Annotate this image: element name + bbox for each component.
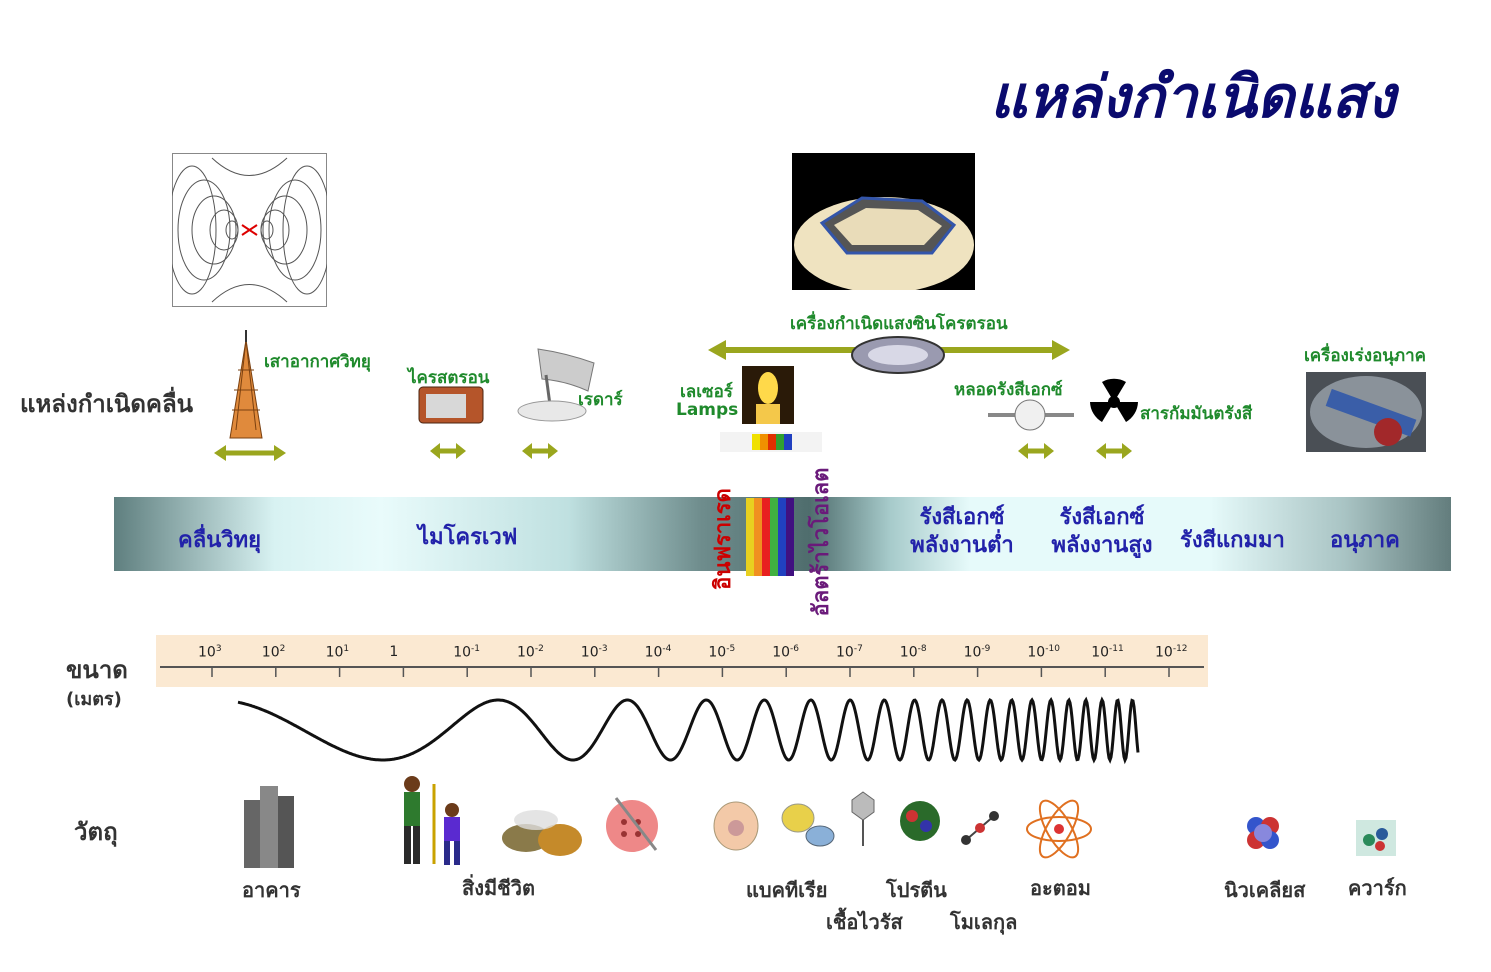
object-living: สิ่งมีชีวิต xyxy=(462,876,535,900)
visible-spectrum-strip xyxy=(720,432,822,452)
protein-icon xyxy=(900,801,940,841)
antenna-label: เสาอากาศวิทยุ xyxy=(264,352,371,372)
scale-tick-label: 10-5 xyxy=(708,644,736,661)
synchrotron-label: เครื่องกำเนิดแสงซินโครตรอน xyxy=(790,314,1008,334)
people-icon xyxy=(404,776,460,865)
antenna-icon xyxy=(229,330,263,439)
wave-curve xyxy=(237,696,1140,765)
band-microwave: ไมโครเวฟ xyxy=(418,525,518,550)
accelerator-photo xyxy=(1306,372,1426,452)
page-title: แหล่งกำเนิดแสง xyxy=(990,63,1396,131)
object-building: อาคาร xyxy=(242,878,301,902)
scale-tick-label: 10-11 xyxy=(1091,644,1124,661)
xray-tube-label: หลอดรังสีเอกซ์ xyxy=(954,380,1063,400)
size-unit-label: (เมตร) xyxy=(66,689,122,710)
band-hard-xray-line2: พลังงานสูง xyxy=(1051,533,1153,558)
radar-icon xyxy=(517,348,595,422)
scale-tick-label: 10-7 xyxy=(836,644,863,661)
virus-icon xyxy=(851,791,875,846)
band-soft-xray-line2: พลังงานต่ำ xyxy=(910,533,1014,558)
band-soft-xray-line1: รังสีเอกซ์ xyxy=(919,505,1005,530)
cell-icon xyxy=(713,801,759,851)
object-molecule: โมเลกุล xyxy=(950,910,1018,934)
object-bacteria: แบคทีเรีย xyxy=(746,878,828,902)
laser-label: เลเซอร์ xyxy=(680,382,733,402)
xray-tube-icon xyxy=(988,399,1074,431)
scale-tick-label: 10-4 xyxy=(644,644,672,661)
size-scale-axis xyxy=(160,666,1204,677)
antenna-range-arrow xyxy=(214,445,286,461)
object-protein: โปรตีน xyxy=(886,878,947,902)
scale-tick-label: 10-12 xyxy=(1155,644,1188,661)
scale-tick-label: 10-1 xyxy=(453,644,480,661)
scale-tick-label: 103 xyxy=(198,644,222,661)
band-infrared: อินฟราเรด xyxy=(711,488,736,590)
dipole-field-image xyxy=(172,153,327,307)
band-particle: อนุภาค xyxy=(1330,528,1400,553)
klystron-range-arrow xyxy=(430,443,466,459)
building-icon xyxy=(244,786,294,868)
band-hard-xray-line1: รังสีเอกซ์ xyxy=(1059,505,1145,530)
scale-tick-label: 10-9 xyxy=(963,644,991,661)
accelerator-label: เครื่องเร่งอนุภาค xyxy=(1304,346,1427,366)
scale-tick-label: 10-8 xyxy=(899,644,927,661)
radioactive-icon xyxy=(1090,378,1138,422)
radioactive-range-arrow xyxy=(1096,443,1132,459)
candle-lamp-icon xyxy=(742,366,794,424)
object-quark: ควาร์ก xyxy=(1348,876,1407,900)
scale-tick-label: 10-10 xyxy=(1027,644,1060,661)
synchrotron-ring-icon xyxy=(851,336,945,374)
radioactive-label: สารกัมมันตรังสี xyxy=(1140,404,1253,424)
band-radio: คลื่นวิทยุ xyxy=(178,528,261,553)
object-virus: เชื้อไวรัส xyxy=(826,910,903,934)
button-needle-icon xyxy=(606,797,658,852)
size-row-label: ขนาด xyxy=(66,656,128,684)
synchrotron-photo xyxy=(792,153,975,290)
scale-tick-label: 10-3 xyxy=(580,644,608,661)
band-ultraviolet: อัลตร้าไวโอเลต xyxy=(809,467,834,617)
scale-tick-label: 102 xyxy=(261,644,286,661)
scale-tick-label: 10-2 xyxy=(517,644,544,661)
nucleus-icon xyxy=(1247,817,1279,849)
xray-range-arrow xyxy=(1018,443,1054,459)
size-scale xyxy=(156,635,1208,687)
klystron-icon xyxy=(418,386,484,424)
visible-light-bars xyxy=(746,498,794,576)
scale-tick-label: 10-6 xyxy=(772,644,799,661)
molecule-icon xyxy=(961,811,999,845)
bacteria-icon xyxy=(781,803,835,847)
object-nucleus: นิวเคลียส xyxy=(1224,878,1306,902)
quark-icon xyxy=(1356,820,1396,856)
klystron-label: ไครสตรอน xyxy=(408,368,490,388)
lamps-label: Lamps xyxy=(676,400,739,420)
scale-tick-label: 1 xyxy=(389,644,399,660)
radar-range-arrow xyxy=(522,443,558,459)
radar-label: เรดาร์ xyxy=(578,390,623,410)
object-atom: อะตอม xyxy=(1030,876,1091,900)
band-gamma: รังสีแกมมา xyxy=(1180,528,1285,553)
sources-row-label: แหล่งกำเนิดคลื่น xyxy=(20,390,194,418)
scale-tick-label: 101 xyxy=(325,644,350,661)
atom-icon xyxy=(1026,799,1092,859)
bee-icon xyxy=(502,810,582,856)
objects-row-label: วัตถุ xyxy=(74,818,118,846)
